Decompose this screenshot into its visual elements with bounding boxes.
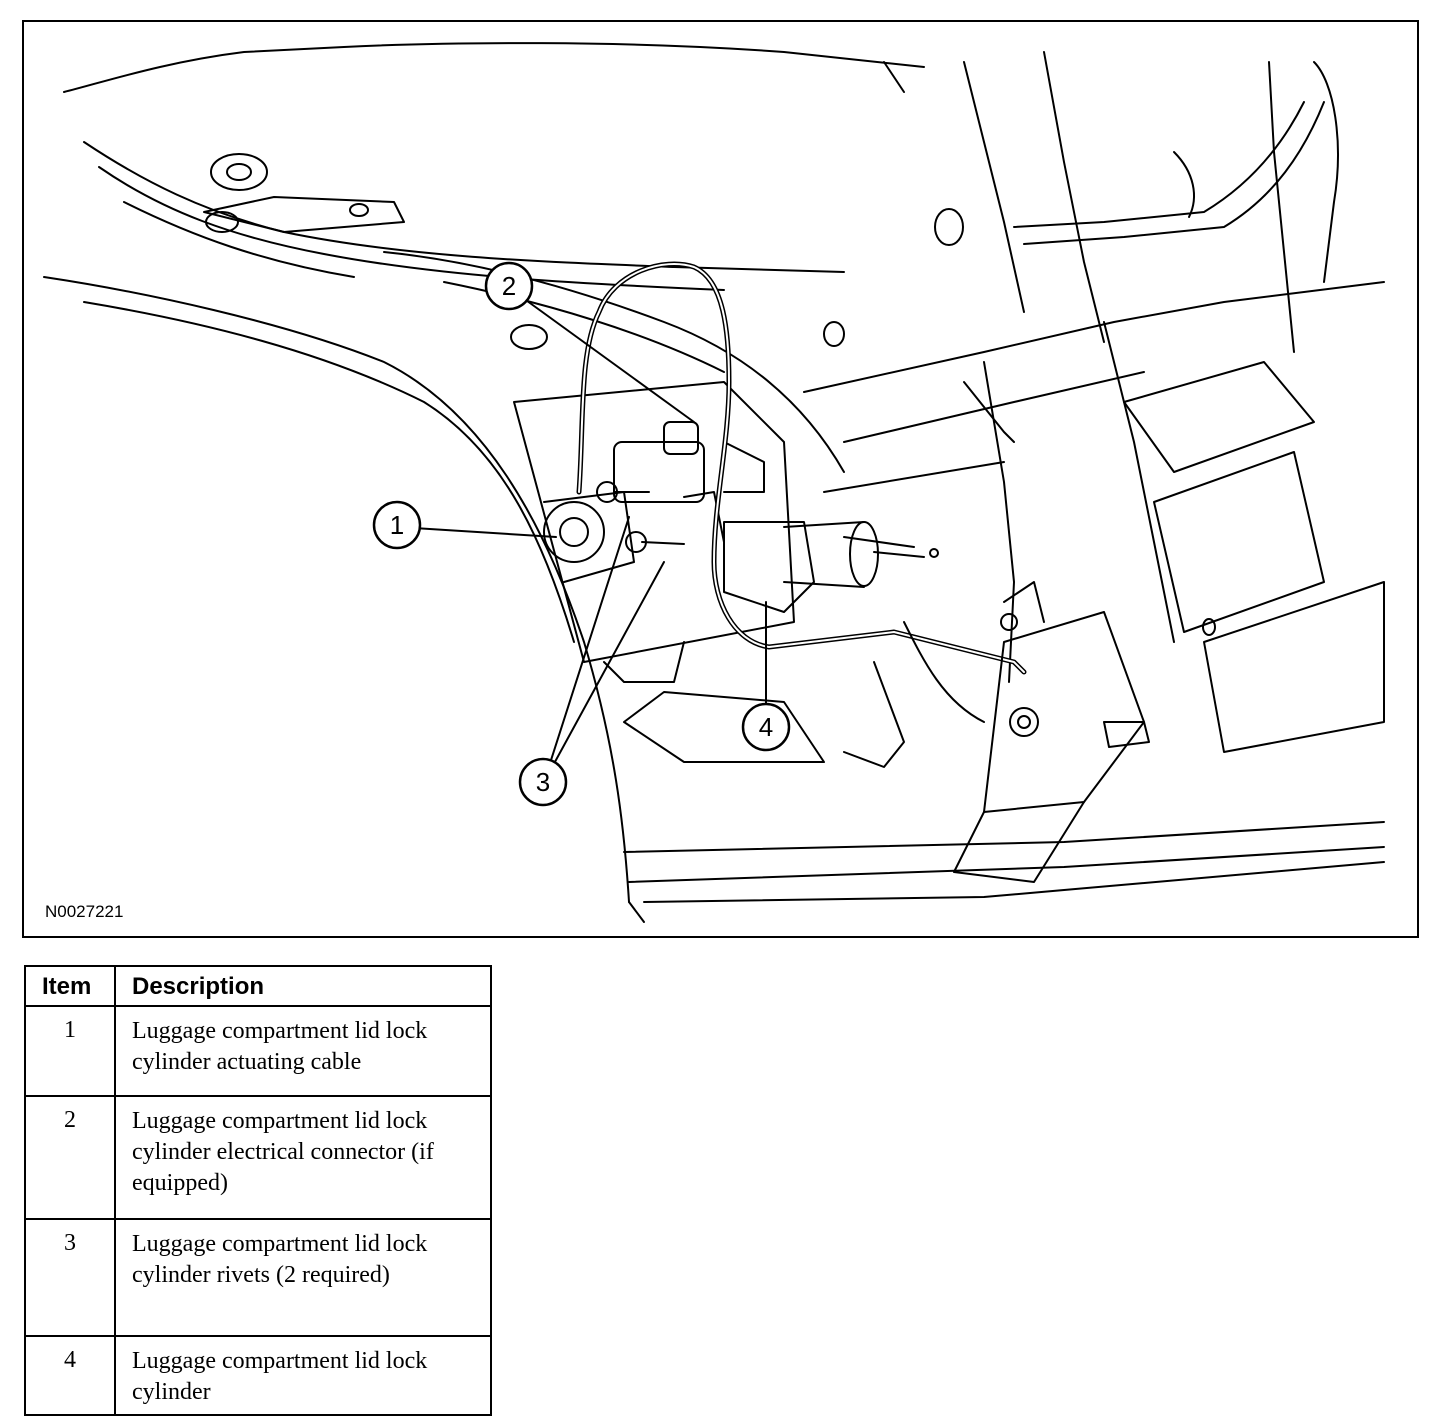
legend-item-description: Luggage compartment lid lock cylinder el… <box>114 1095 492 1220</box>
figure-frame: 1 2 3 4 N0027221 <box>22 20 1419 938</box>
legend-item-description: Luggage compartment lid lock cylinder ac… <box>114 1005 492 1097</box>
legend-row: 1 Luggage compartment lid lock cylinder … <box>24 1005 492 1097</box>
callout-3: 3 <box>518 757 568 807</box>
legend-row: 4 Luggage compartment lid lock cylinder <box>24 1335 492 1416</box>
legend-item-description: Luggage compartment lid lock cylinder <box>114 1335 492 1416</box>
callout-1-label: 1 <box>390 510 404 540</box>
legend-header-description: Description <box>114 965 492 1007</box>
legend-row: 2 Luggage compartment lid lock cylinder … <box>24 1095 492 1220</box>
legend-item-number: 1 <box>24 1005 116 1097</box>
legend-table: Item Description 1 Luggage compartment l… <box>24 965 492 1416</box>
legend-item-number: 2 <box>24 1095 116 1220</box>
callout-1: 1 <box>372 500 422 550</box>
lock-cylinder-assembly <box>513 381 939 763</box>
callout-2-label: 2 <box>502 271 516 301</box>
legend-item-description: Luggage compartment lid lock cylinder ri… <box>114 1218 492 1337</box>
rear-panel-outline <box>803 281 1385 753</box>
line-art-illustration: 1 2 3 4 <box>43 42 1385 923</box>
mounting-holes <box>205 153 1216 636</box>
legend-item-number: 3 <box>24 1218 116 1337</box>
callout-4-label: 4 <box>759 712 773 742</box>
callout-3-label: 3 <box>536 767 550 797</box>
legend-row: 3 Luggage compartment lid lock cylinder … <box>24 1218 492 1337</box>
figure-id-label: N0027221 <box>45 902 124 921</box>
lower-sill-outline <box>623 821 1385 923</box>
body-panel-outline <box>63 42 1339 353</box>
legend-header-row: Item Description <box>24 965 492 1007</box>
wheelhouse-outline <box>43 251 845 903</box>
latch-assembly <box>843 581 1150 883</box>
actuating-cable <box>576 261 1027 675</box>
actuating-cable-inner <box>578 263 1025 673</box>
callout-4: 4 <box>741 702 791 752</box>
legend-header-item: Item <box>24 965 116 1007</box>
callout-2: 2 <box>484 261 534 311</box>
leader-lines <box>397 289 767 783</box>
legend-item-number: 4 <box>24 1335 116 1416</box>
